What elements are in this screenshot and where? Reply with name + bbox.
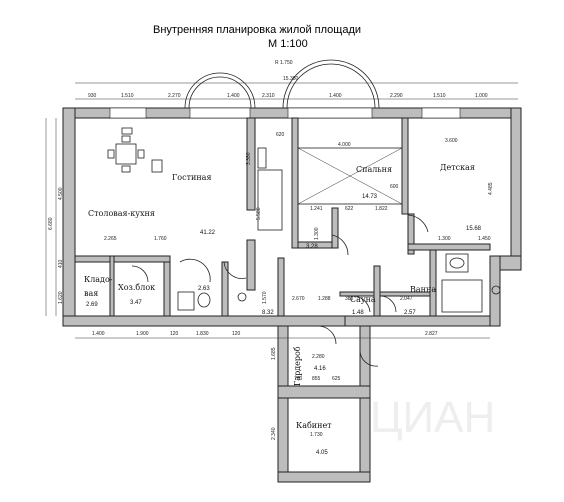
svg-text:6.680: 6.680: [48, 217, 54, 230]
svg-text:625: 625: [332, 376, 341, 382]
room-bedroom-name: Спальня: [356, 165, 392, 174]
room-living-name: Гостиная: [172, 173, 212, 182]
dim-top-2: 2.270: [168, 93, 181, 99]
outer-walls: [62, 107, 522, 483]
room-bath-name: Ванна: [410, 285, 436, 294]
plan-scale: М 1:100: [268, 38, 308, 50]
svg-text:5.580: 5.580: [256, 207, 262, 220]
room-storage-name2: вая: [84, 289, 98, 298]
room-kids-area: 15.68: [466, 226, 482, 232]
svg-text:1.685: 1.685: [271, 347, 277, 360]
dim-top-4: 2.310: [262, 93, 275, 99]
bay-window-left: [184, 72, 256, 109]
dim-top-6: 2.290: [390, 93, 403, 99]
svg-text:1.300: 1.300: [438, 236, 451, 242]
svg-text:3.380: 3.380: [246, 152, 252, 165]
inner-dimensions: 4.000 3.600 620 600 4.485 2.265 1.300 1.…: [104, 132, 494, 440]
top-dimensions: 15.380 R 1.750 930 1.510 2.270 1.400 2.3…: [75, 60, 518, 100]
room-hall-area: 8.32: [262, 310, 274, 316]
room-bath-area: 2.57: [404, 310, 416, 316]
svg-text:770: 770: [294, 376, 303, 382]
svg-text:3.600: 3.600: [445, 138, 458, 144]
svg-text:1.900: 1.900: [136, 331, 149, 337]
dim-top-0: 930: [88, 93, 97, 99]
room-living-area: 41.22: [200, 230, 216, 236]
watermark-text: ЦИАН: [370, 393, 495, 442]
svg-text:1.450: 1.450: [478, 236, 491, 242]
dim-top-5: 1.400: [329, 93, 342, 99]
svg-text:2.047: 2.047: [400, 296, 413, 302]
dim-top-1: 1.510: [121, 93, 134, 99]
svg-text:600: 600: [390, 184, 399, 190]
svg-text:380: 380: [345, 296, 354, 302]
svg-text:1.730: 1.730: [310, 432, 323, 438]
svg-text:120: 120: [170, 331, 179, 337]
svg-text:4.500: 4.500: [58, 187, 64, 200]
room-labels: Гостиная 41.22 Столовая-кухня Спальня 14…: [84, 163, 482, 456]
room-wardrobe-area: 4.16: [314, 366, 326, 372]
dim-top-3: 1.400: [227, 93, 240, 99]
room-kids-name: Детская: [440, 163, 475, 172]
room-office-area: 4.05: [316, 450, 328, 456]
svg-text:855: 855: [312, 376, 321, 382]
bottom-dimensions: 1.400 1.900 120 1.830 120 2.827: [75, 331, 490, 339]
svg-text:2.265: 2.265: [104, 236, 117, 242]
dim-top-8: 1.000: [475, 93, 488, 99]
svg-text:120: 120: [232, 331, 241, 337]
svg-text:622: 622: [345, 206, 354, 212]
room-utility-area: 3.47: [130, 300, 142, 306]
svg-text:2.340: 2.340: [271, 427, 277, 440]
svg-text:2.280: 2.280: [312, 354, 325, 360]
svg-text:620: 620: [276, 132, 285, 138]
room-closet-area: 3.28: [306, 244, 318, 250]
room-wc-area: 2.63: [198, 286, 210, 292]
svg-text:1.830: 1.830: [196, 331, 209, 337]
room-utility-name: Хоз.блок: [118, 283, 155, 292]
svg-text:1.760: 1.760: [154, 236, 167, 242]
room-sauna-name: Сауна: [350, 295, 376, 304]
plan-title: Внутренняя планировка жилой площади: [153, 24, 362, 36]
svg-text:4.485: 4.485: [488, 182, 494, 195]
svg-text:1.822: 1.822: [375, 206, 388, 212]
room-bedroom-area: 14.73: [362, 194, 378, 200]
radius-label: R 1.750: [275, 60, 293, 66]
svg-text:1.300: 1.300: [314, 227, 320, 240]
svg-text:1.241: 1.241: [310, 206, 323, 212]
room-dining-name: Столовая-кухня: [88, 209, 155, 218]
room-storage-area: 2.69: [86, 302, 98, 308]
svg-text:2.670: 2.670: [292, 296, 305, 302]
svg-text:410: 410: [58, 259, 64, 268]
svg-text:1.288: 1.288: [318, 296, 331, 302]
svg-text:1.400: 1.400: [92, 331, 105, 337]
room-office-name: Кабинет: [296, 421, 332, 430]
room-wardrobe-name: Гардероб: [293, 346, 302, 386]
room-storage-name1: Кладо-: [84, 275, 113, 284]
svg-text:4.000: 4.000: [338, 142, 351, 148]
svg-text:1.570: 1.570: [262, 291, 268, 304]
fixtures: [107, 127, 501, 313]
doors: [131, 214, 429, 367]
svg-text:2.827: 2.827: [425, 331, 438, 337]
left-dimensions: 4.500 6.680 410 1.620: [45, 118, 64, 316]
dim-top-total: 15.380: [283, 76, 299, 82]
room-sauna-area: 1.48: [352, 310, 364, 316]
svg-text:1.620: 1.620: [58, 291, 64, 304]
bay-window-right: [282, 59, 380, 109]
dim-top-7: 1.510: [433, 93, 446, 99]
